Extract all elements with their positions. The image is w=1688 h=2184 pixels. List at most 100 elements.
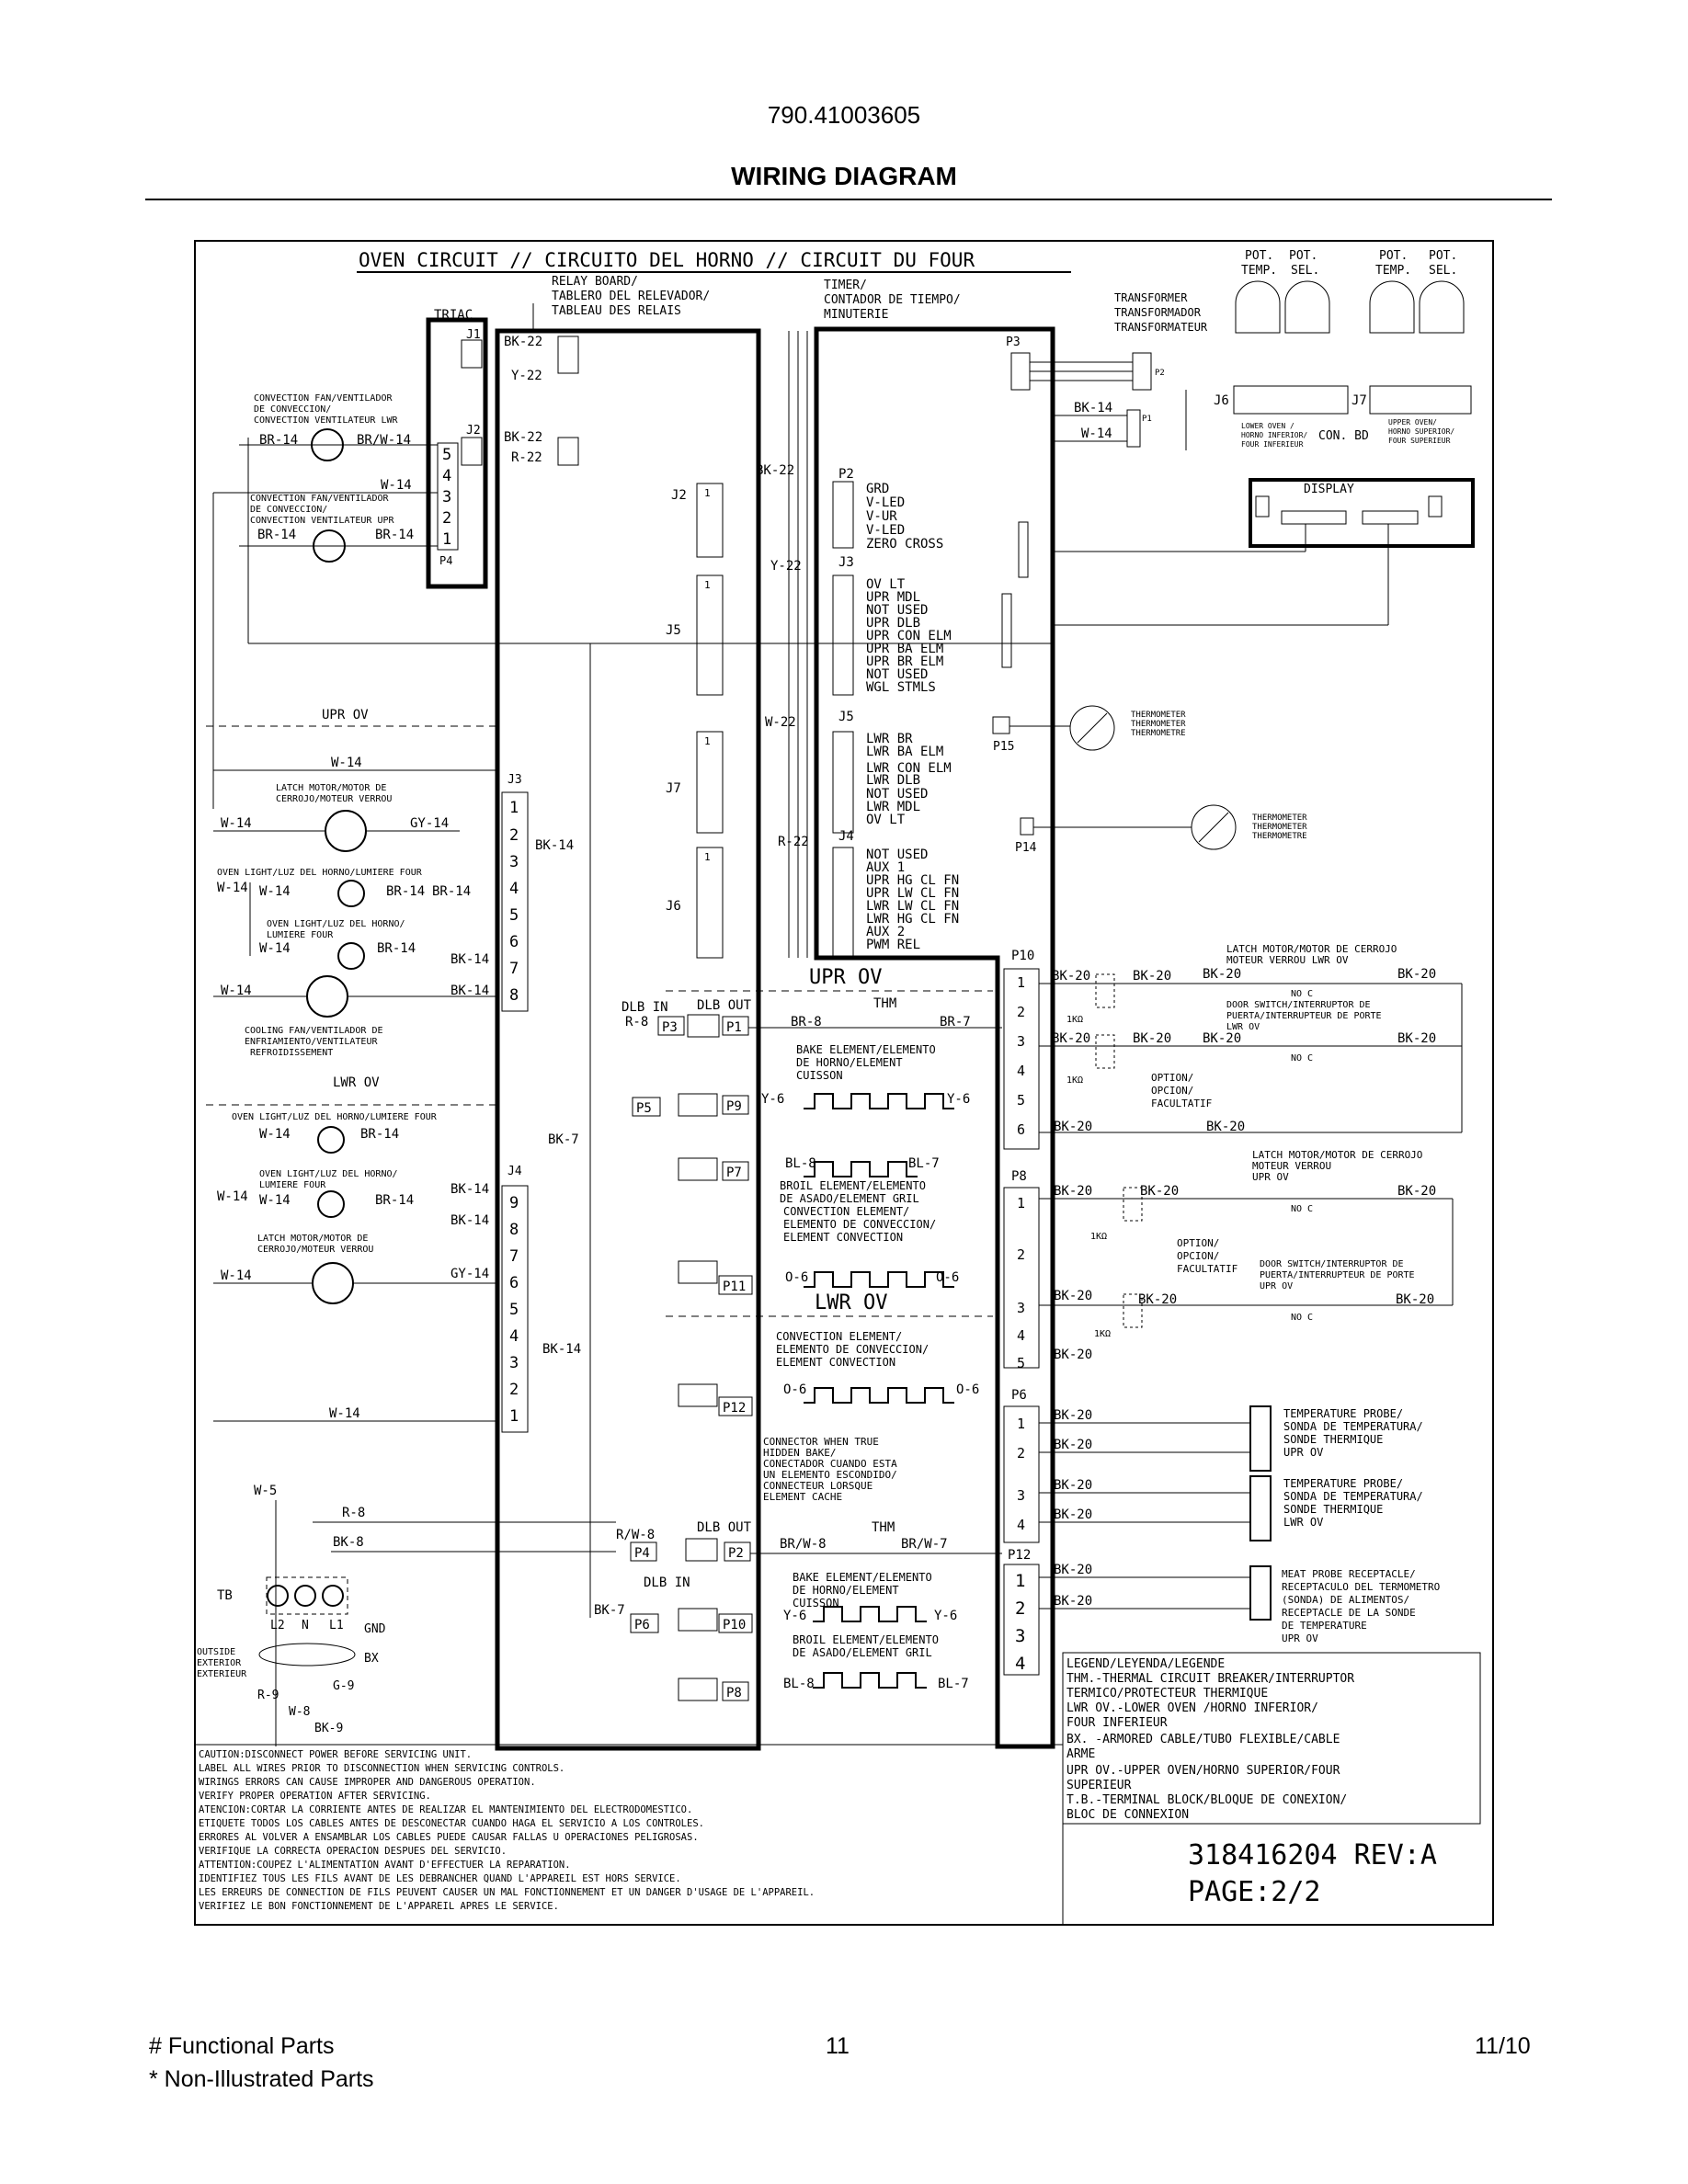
svg-text:3: 3 xyxy=(442,488,451,506)
svg-text:ENFRIAMIENTO/VENTILATEUR: ENFRIAMIENTO/VENTILATEUR xyxy=(245,1037,378,1047)
svg-text:THERMOMETER: THERMOMETER xyxy=(1252,813,1307,823)
svg-text:4: 4 xyxy=(509,880,519,898)
svg-text:CONTADOR DE TIEMPO/: CONTADOR DE TIEMPO/ xyxy=(824,293,961,307)
svg-text:DLB OUT: DLB OUT xyxy=(697,998,752,1013)
svg-text:BK-20: BK-20 xyxy=(1397,1184,1436,1199)
triac-block xyxy=(426,317,488,589)
svg-text:UPR LW CL FN: UPR LW CL FN xyxy=(866,886,959,901)
svg-text:1: 1 xyxy=(704,851,711,863)
svg-text:BK-14: BK-14 xyxy=(1074,401,1112,415)
svg-text:UPR OV: UPR OV xyxy=(1283,1446,1323,1459)
svg-text:1KΩ: 1KΩ xyxy=(1066,1075,1083,1086)
svg-text:RELAY BOARD/: RELAY BOARD/ xyxy=(552,275,638,289)
svg-text:ATENCION:CORTAR LA CORRIENTE A: ATENCION:CORTAR LA CORRIENTE ANTES DE RE… xyxy=(199,1804,692,1815)
svg-text:NO C: NO C xyxy=(1291,989,1313,999)
legend: LEGEND/LEYENDA/LEGENDE THM.-THERMAL CIRC… xyxy=(1066,1657,1354,1822)
svg-text:5: 5 xyxy=(509,906,519,925)
svg-text:J4: J4 xyxy=(508,1165,522,1178)
svg-text:BK-22: BK-22 xyxy=(504,430,542,445)
svg-text:BX. -ARMORED CABLE/TUBO FLEXIB: BX. -ARMORED CABLE/TUBO FLEXIBLE/CABLE xyxy=(1066,1733,1340,1746)
svg-text:HORNO INFERIOR/: HORNO INFERIOR/ xyxy=(1241,431,1307,439)
header-divider xyxy=(145,199,1552,200)
latch-motor-label: LATCH MOTOR/MOTOR DE CERROJO/MOTEUR VERR… xyxy=(276,783,392,804)
svg-text:5: 5 xyxy=(509,1301,519,1319)
svg-text:LWR OV: LWR OV xyxy=(1226,1022,1260,1032)
display-label: DISPLAY xyxy=(1304,483,1354,496)
svg-text:THM: THM xyxy=(873,996,896,1011)
upr-ov-label: UPR OV xyxy=(322,708,369,722)
svg-text:CONNECTOR WHEN TRUE: CONNECTOR WHEN TRUE xyxy=(763,1436,879,1448)
svg-text:LABEL ALL WIRES PRIOR TO DISCO: LABEL ALL WIRES PRIOR TO DISCONNECTION W… xyxy=(199,1763,565,1774)
svg-text:ZERO CROSS: ZERO CROSS xyxy=(866,537,943,552)
svg-text:EXTERIEUR: EXTERIEUR xyxy=(197,1669,247,1679)
svg-text:OUTSIDE: OUTSIDE xyxy=(197,1647,235,1657)
functional-parts-note: # Functional Parts xyxy=(149,2033,335,2059)
svg-text:TEMP.: TEMP. xyxy=(1241,264,1277,278)
door-switch-upr-label: DOOR SWITCH/INTERRUPTOR DE PUERTA/INTERR… xyxy=(1260,1259,1415,1291)
svg-text:1: 1 xyxy=(509,1407,519,1426)
svg-text:2: 2 xyxy=(1017,1445,1025,1462)
svg-text:UPR BA ELM: UPR BA ELM xyxy=(866,642,943,656)
svg-text:BK-20: BK-20 xyxy=(1054,1438,1092,1452)
svg-text:P8: P8 xyxy=(1011,1169,1027,1184)
svg-text:BK-22: BK-22 xyxy=(756,463,794,478)
svg-text:P10: P10 xyxy=(723,1618,746,1632)
svg-text:6: 6 xyxy=(509,1274,519,1292)
svg-text:J2: J2 xyxy=(671,488,687,503)
oven-light-1: OVEN LIGHT/LUZ DEL HORNO/LUMIERE FOUR xyxy=(217,868,423,878)
conv-element-label: CONVECTION ELEMENT/ ELEMENTO DE CONVECCI… xyxy=(776,1330,929,1369)
svg-text:BL-7: BL-7 xyxy=(938,1677,969,1691)
svg-text:HORNO SUPERIOR/: HORNO SUPERIOR/ xyxy=(1388,427,1454,436)
svg-text:LWR LW CL FN: LWR LW CL FN xyxy=(866,899,959,914)
svg-text:IDENTIFIEZ TOUS LES FILS AVANT: IDENTIFIEZ TOUS LES FILS AVANT DE LES DE… xyxy=(199,1873,681,1884)
svg-text:OVEN LIGHT/LUZ DEL HORNO/: OVEN LIGHT/LUZ DEL HORNO/ xyxy=(267,919,405,929)
svg-text:THM: THM xyxy=(872,1520,895,1535)
svg-text:W-14: W-14 xyxy=(331,756,362,770)
svg-text:BR-8: BR-8 xyxy=(791,1015,822,1029)
svg-text:BK-20: BK-20 xyxy=(1397,967,1436,982)
svg-text:ELEMENT CONVECTION: ELEMENT CONVECTION xyxy=(776,1356,895,1369)
svg-text:UPR OV: UPR OV xyxy=(1282,1632,1318,1644)
svg-text:P1: P1 xyxy=(1142,415,1152,424)
svg-text:LWR OV: LWR OV xyxy=(1283,1516,1323,1529)
svg-text:W-22: W-22 xyxy=(765,715,796,730)
svg-text:MINUTERIE: MINUTERIE xyxy=(824,308,888,322)
svg-text:ETIQUETE TODOS LOS CABLES ANTE: ETIQUETE TODOS LOS CABLES ANTES DE DESCO… xyxy=(199,1818,704,1829)
svg-text:ATTENTION:COUPEZ L'ALIMENTATIO: ATTENTION:COUPEZ L'ALIMENTATION AVANT D'… xyxy=(199,1860,571,1871)
svg-text:UPR HG CL FN: UPR HG CL FN xyxy=(866,873,959,888)
svg-text:CONVECTION VENTILATEUR LWR: CONVECTION VENTILATEUR LWR xyxy=(254,415,399,426)
svg-text:NO C: NO C xyxy=(1291,1204,1313,1214)
svg-text:J5: J5 xyxy=(666,623,681,638)
svg-text:MOTEUR VERROU LWR OV: MOTEUR VERROU LWR OV xyxy=(1226,954,1349,966)
svg-text:O-6: O-6 xyxy=(783,1382,806,1397)
svg-text:BK-20: BK-20 xyxy=(1206,1120,1245,1134)
svg-text:5: 5 xyxy=(1017,1355,1025,1371)
svg-text:BK-7: BK-7 xyxy=(548,1132,579,1147)
svg-text:2: 2 xyxy=(509,826,519,845)
svg-text:P2: P2 xyxy=(838,467,854,482)
svg-text:FACULTATIF: FACULTATIF xyxy=(1177,1263,1237,1275)
svg-text:W-14: W-14 xyxy=(259,884,291,899)
svg-text:BR-14: BR-14 xyxy=(386,884,425,899)
oven-light-4: OVEN LIGHT/LUZ DEL HORNO/ LUMIERE FOUR xyxy=(259,1169,398,1190)
svg-text:NOT USED: NOT USED xyxy=(866,847,928,862)
svg-text:4: 4 xyxy=(509,1327,519,1346)
svg-text:LATCH MOTOR/MOTOR DE CERROJO: LATCH MOTOR/MOTOR DE CERROJO xyxy=(1252,1149,1422,1161)
svg-text:3: 3 xyxy=(1017,1033,1025,1050)
svg-text:P10: P10 xyxy=(1011,949,1034,963)
svg-text:Y-22: Y-22 xyxy=(770,559,802,574)
svg-text:COOLING FAN/VENTILADOR DE: COOLING FAN/VENTILADOR DE xyxy=(245,1026,383,1036)
svg-text:R-22: R-22 xyxy=(778,835,809,849)
svg-text:THERMOMETRE: THERMOMETRE xyxy=(1252,832,1307,841)
svg-text:4: 4 xyxy=(1015,1654,1025,1674)
svg-text:W-14: W-14 xyxy=(259,941,291,956)
svg-text:DE CONVECCION/: DE CONVECCION/ xyxy=(254,404,331,415)
svg-text:UN ELEMENTO ESCONDIDO/: UN ELEMENTO ESCONDIDO/ xyxy=(763,1469,897,1481)
svg-text:BROIL ELEMENT/ELEMENTO: BROIL ELEMENT/ELEMENTO xyxy=(793,1633,939,1646)
svg-text:NO C: NO C xyxy=(1291,1313,1313,1323)
svg-text:3: 3 xyxy=(1017,1300,1025,1316)
svg-text:2: 2 xyxy=(1017,1004,1025,1020)
svg-text:V-UR: V-UR xyxy=(866,509,897,524)
